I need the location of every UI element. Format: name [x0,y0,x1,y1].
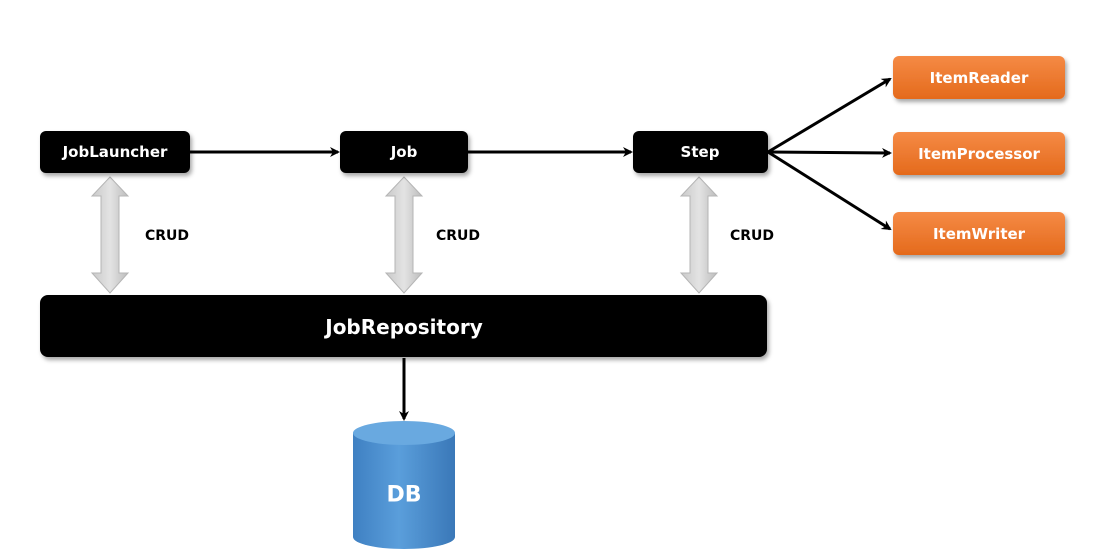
crud-arrow-step [679,176,719,294]
node-job-label: Job [390,143,418,161]
node-step-label: Step [681,143,720,161]
node-itemwriter: ItemWriter [893,212,1065,255]
crud-label-job: CRUD [436,228,480,244]
db-cylinder-body [353,433,455,549]
node-itemreader: ItemReader [893,56,1065,99]
node-jobrepository-label: JobRepository [323,315,482,339]
node-itemreader-label: ItemReader [930,69,1029,87]
node-jobrepository: JobRepository [40,295,767,357]
arrow-step-to-itemprocessor [767,147,892,158]
node-joblauncher-label: JobLauncher [62,143,168,161]
node-step: Step [633,131,768,173]
crud-label-step: CRUD [730,228,774,244]
db-cylinder: DB [353,421,455,549]
db-cylinder-top [353,421,455,445]
crud-arrow-job [384,176,424,294]
arrow-step-to-itemreader [767,77,892,154]
flow-arrows [190,77,892,421]
node-joblauncher: JobLauncher [40,131,190,173]
crud-arrow-joblauncher [90,176,130,294]
node-db-label: DB [386,483,421,508]
node-job: Job [340,131,468,173]
node-itemprocessor: ItemProcessor [893,132,1065,175]
crud-label-joblauncher: CRUD [145,228,189,244]
crud-arrows [90,176,719,294]
arrow-step-to-itemwriter [767,150,892,231]
node-itemprocessor-label: ItemProcessor [918,145,1040,163]
node-itemwriter-label: ItemWriter [933,225,1026,243]
